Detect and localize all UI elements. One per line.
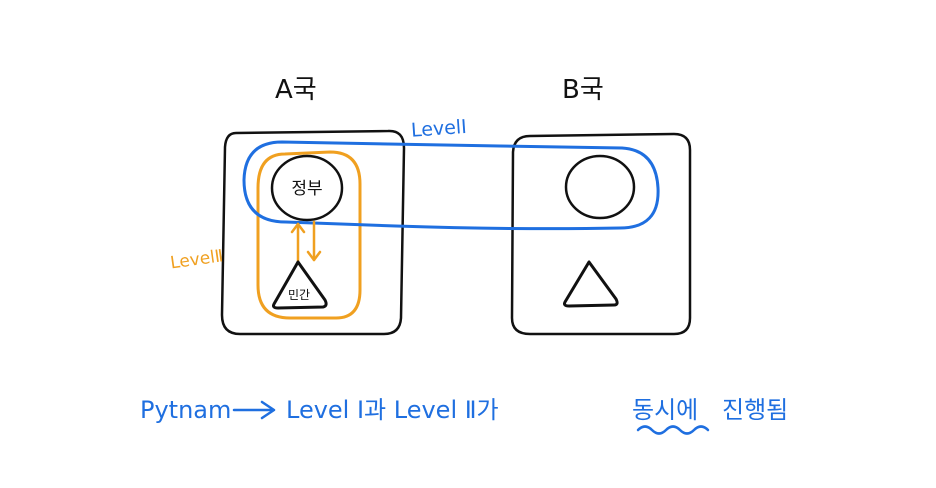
caption-highlight: 동시에 <box>632 396 698 424</box>
circle-icon <box>564 154 636 220</box>
caption-prefix: Pytnam <box>140 396 231 424</box>
up-down-arrows-icon <box>290 220 322 264</box>
arrow-right-icon <box>232 400 276 420</box>
private-label: 민간 <box>288 288 310 302</box>
level-one-loop <box>242 140 660 231</box>
country-a-box <box>220 129 406 336</box>
caption-suffix: 진행됨 <box>722 396 788 424</box>
country-a-label: A국 <box>275 75 317 105</box>
government-node <box>270 154 344 222</box>
level-two-label: LevelⅡ <box>169 246 225 273</box>
triangle-icon <box>563 260 619 308</box>
caption-body: Level Ⅰ과 Level Ⅱ가 <box>286 396 499 424</box>
squiggle-underline-icon <box>636 425 710 435</box>
country-b-label: B국 <box>562 75 604 105</box>
level-one-label: LevelⅠ <box>410 116 467 142</box>
level-two-loop <box>256 150 362 320</box>
private-node <box>272 260 328 310</box>
government-label: 정부 <box>291 179 322 199</box>
